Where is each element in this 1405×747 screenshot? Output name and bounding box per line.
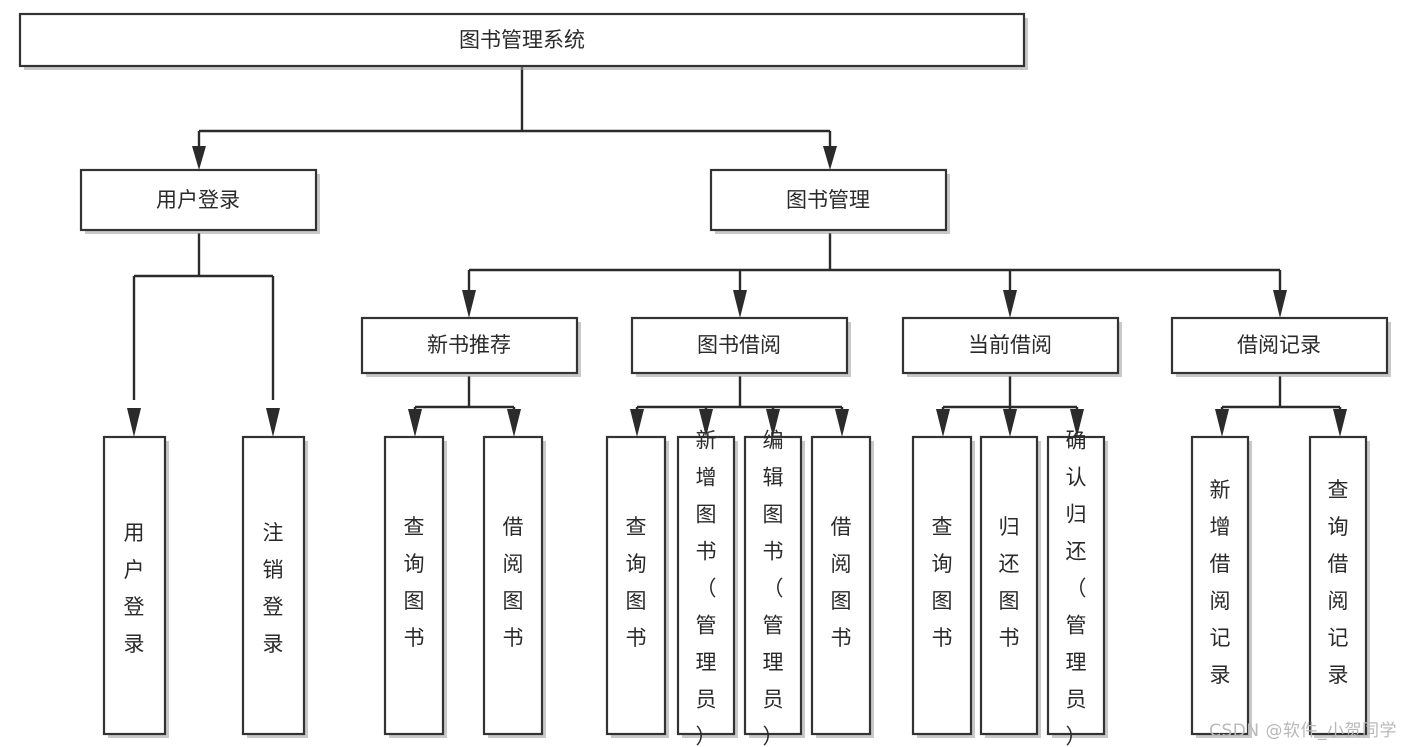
- arrow-leaf-bo-query: [630, 409, 644, 437]
- arrow-leaf-cu-return: [1003, 409, 1017, 437]
- arrow-to-current: [1003, 290, 1017, 318]
- leaf-nb-query-box: [383, 435, 445, 736]
- leaf-re-add-box: [1190, 435, 1250, 736]
- leaf-cu-query-label: 查询图书: [932, 515, 953, 650]
- leaf-nb-borrow-label: 借阅图书: [503, 515, 524, 650]
- leaf-nb-query[interactable]: 查询图书: [383, 435, 447, 738]
- arrow-to-records: [1273, 290, 1287, 318]
- arrow-leaf-user-login: [127, 408, 141, 437]
- leaf-bo-edit-box: [743, 435, 803, 736]
- node-root[interactable]: 图书管理系统: [18, 12, 1028, 70]
- connector-layer: [127, 67, 1347, 437]
- leaf-nb-query-label: 查询图书: [404, 515, 425, 650]
- leaf-user-logout-label: 注销登录: [263, 521, 284, 656]
- node-borrow[interactable]: 图书借阅: [630, 316, 851, 377]
- arrow-to-borrow: [733, 290, 747, 318]
- arrow-leaf-re-query: [1333, 409, 1347, 437]
- leaf-nb-borrow-box: [482, 435, 544, 736]
- node-bookmgmt-box: [709, 168, 948, 232]
- leaf-bo-add-label: 新增图书（管理员）: [696, 428, 717, 747]
- arrow-leaf-re-add: [1215, 409, 1229, 437]
- node-current[interactable]: 当前借阅: [901, 316, 1122, 377]
- node-current-label: 当前借阅: [968, 333, 1052, 357]
- arrow-leaf-bo-borrow: [835, 409, 849, 437]
- leaf-bo-borrow-label: 借阅图书: [831, 515, 852, 650]
- leaf-bo-query-box: [605, 435, 667, 736]
- node-newbook[interactable]: 新书推荐: [360, 316, 581, 377]
- leaf-cu-return-label: 归还图书: [999, 515, 1020, 650]
- leaf-bo-borrow-box: [810, 435, 872, 736]
- leaf-bo-add[interactable]: 新增图书（管理员）: [676, 428, 738, 747]
- leaf-cu-confirm-box: [1046, 435, 1106, 736]
- arrow-leaf-cu-confirm: [1070, 409, 1084, 437]
- arrow-to-bookmgmt: [823, 146, 837, 170]
- leaf-bo-edit[interactable]: 编辑图书（管理员）: [743, 428, 805, 747]
- leaf-bo-add-box: [676, 435, 736, 736]
- leaf-re-add[interactable]: 新增借阅记录: [1190, 435, 1252, 738]
- node-login[interactable]: 用户登录: [79, 168, 320, 234]
- leaf-cu-query-box: [911, 435, 973, 736]
- leaf-bo-borrow[interactable]: 借阅图书: [810, 435, 874, 738]
- leaf-cu-return-box: [979, 435, 1039, 736]
- arrow-to-newbook: [462, 290, 476, 318]
- node-newbook-label: 新书推荐: [427, 333, 511, 357]
- arrow-to-login: [192, 146, 206, 170]
- leaf-cu-query[interactable]: 查询图书: [911, 435, 975, 738]
- node-records[interactable]: 借阅记录: [1170, 316, 1391, 377]
- leaf-cu-confirm[interactable]: 确认归还（管理员）: [1046, 428, 1108, 747]
- node-records-label: 借阅记录: [1237, 333, 1321, 357]
- leaf-nb-borrow[interactable]: 借阅图书: [482, 435, 546, 738]
- node-login-label: 用户登录: [156, 188, 240, 212]
- leaf-re-query[interactable]: 查询借阅记录: [1308, 435, 1370, 738]
- leaf-bo-query-label: 查询图书: [626, 515, 647, 650]
- node-borrow-label: 图书借阅: [697, 333, 781, 357]
- node-root-box: [18, 12, 1026, 68]
- node-borrow-box: [630, 316, 849, 375]
- leaf-cu-return[interactable]: 归还图书: [979, 435, 1041, 738]
- node-root-label: 图书管理系统: [459, 28, 585, 52]
- arrow-leaf-bo-add: [699, 409, 713, 437]
- leaf-user-login[interactable]: 用户登录: [102, 435, 169, 738]
- node-records-box: [1170, 316, 1389, 375]
- node-current-box: [901, 316, 1120, 375]
- leaf-user-logout[interactable]: 注销登录: [241, 435, 308, 738]
- csdn-watermark: CSDN @软件_小贺同学: [1209, 721, 1397, 741]
- leaf-user-login-label: 用户登录: [124, 521, 145, 656]
- arrow-leaf-bo-edit: [766, 409, 780, 437]
- leaf-cu-confirm-label: 确认归还（管理员）: [1066, 428, 1087, 747]
- leaf-re-add-label: 新增借阅记录: [1210, 478, 1231, 687]
- leaf-user-login-box: [102, 435, 167, 736]
- arrow-leaf-user-logout: [266, 408, 280, 437]
- leaf-re-query-label: 查询借阅记录: [1328, 478, 1349, 687]
- node-newbook-box: [360, 316, 579, 375]
- node-bookmgmt[interactable]: 图书管理: [709, 168, 950, 234]
- node-login-box: [79, 168, 318, 232]
- leaf-bo-edit-label: 编辑图书（管理员）: [763, 428, 784, 747]
- node-bookmgmt-label: 图书管理: [786, 188, 870, 212]
- leaf-bo-query[interactable]: 查询图书: [605, 435, 669, 738]
- leaf-user-logout-box: [241, 435, 306, 736]
- arrow-leaf-cu-query: [936, 409, 950, 437]
- leaf-re-query-box: [1308, 435, 1368, 736]
- arrow-leaf-nb-query: [408, 409, 422, 437]
- arrow-leaf-nb-borrow: [507, 409, 521, 437]
